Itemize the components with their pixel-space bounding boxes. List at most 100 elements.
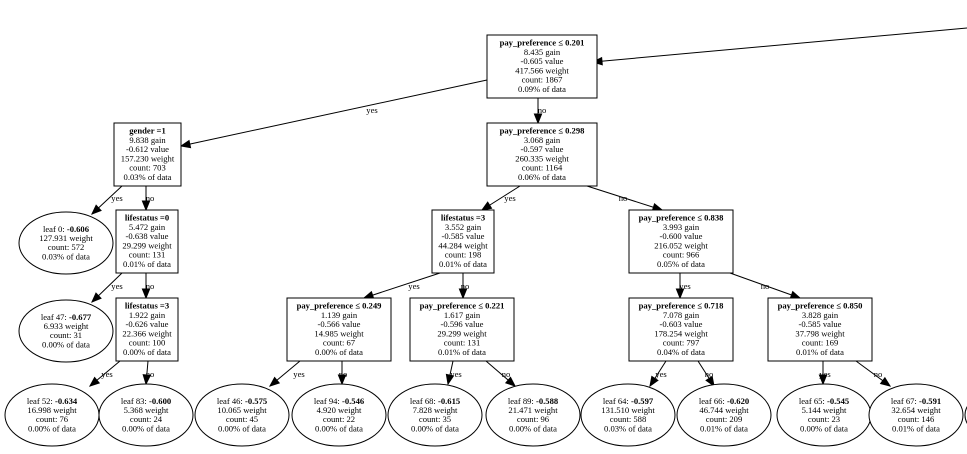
split-node-stat: 3.828 gain <box>802 310 839 320</box>
tree-edge <box>591 27 967 66</box>
split-node-stat: 29.299 weight <box>437 328 487 338</box>
split-node-title: gender =1 <box>129 126 166 136</box>
leaf-prefix: leaf 47: <box>41 312 69 322</box>
split-node-box <box>115 297 179 362</box>
leaf-stat: 0.03% of data <box>604 423 652 433</box>
edge-arrowhead <box>142 374 152 386</box>
leaf-ellipse <box>18 299 114 363</box>
split-node-box <box>628 209 734 274</box>
edge-arrowhead <box>91 204 102 215</box>
split-node-stat: count: 100 <box>129 338 166 348</box>
edge-label-no: no <box>761 281 770 291</box>
leaf-stat: 32.654 weight <box>891 405 941 415</box>
tree-edge: no <box>142 360 154 386</box>
edge-label-yes: yes <box>819 369 831 379</box>
split-node-stat: 0.01% of data <box>439 259 487 269</box>
leaf-title: leaf 52: -0.634 <box>27 396 78 406</box>
edge-label-no: no <box>461 281 470 291</box>
split-node-stat: 0.09% of data <box>518 84 566 94</box>
leaf-prefix: leaf 89: <box>508 396 536 406</box>
split-node-box <box>628 297 734 362</box>
tree-edge: yes <box>91 185 123 215</box>
leaf-ellipse <box>580 383 676 447</box>
split-node-title: lifestatus =0 <box>125 213 169 223</box>
leaf-stat: 4.920 weight <box>317 405 362 415</box>
split-node-stat: 3.552 gain <box>445 222 482 232</box>
leaf-title: leaf 67: -0.591 <box>891 396 941 406</box>
leaf-stat: 0.00% of data <box>800 423 848 433</box>
leaf-ellipse <box>868 383 964 447</box>
leaf-value: -0.575 <box>245 396 267 406</box>
edge-arrowhead <box>649 375 659 388</box>
leaf-stat: count: 24 <box>130 414 163 424</box>
split-node-stat: count: 1164 <box>522 163 563 173</box>
leaf-stat: 10.065 weight <box>217 405 267 415</box>
tree-edge: yes <box>88 360 121 387</box>
split-node-title: pay_preference ≤ 0.249 <box>297 301 382 311</box>
split-node-stat: 37.798 weight <box>795 328 845 338</box>
split-node-stat: 5.472 gain <box>129 222 166 232</box>
split-node-stat: count: 131 <box>129 250 166 260</box>
leaf-prefix: leaf 0: <box>43 224 67 234</box>
leaf-stat: count: 588 <box>610 414 647 424</box>
leaf-stat: count: 22 <box>323 414 355 424</box>
edge-label-no: no <box>705 369 714 379</box>
leaf-stat: 0.01% of data <box>700 423 748 433</box>
leaf-ellipse <box>387 383 483 447</box>
leaf-stat: count: 76 <box>36 414 69 424</box>
leaf-stat: 5.144 weight <box>802 405 847 415</box>
split-node-stat: -0.566 value <box>318 319 361 329</box>
split-node-stat: 178.254 weight <box>654 328 708 338</box>
edge-label-no: no <box>619 193 628 203</box>
split-node-stat: 260.335 weight <box>515 153 569 163</box>
edge-line <box>729 272 801 299</box>
tree-edge: yes <box>480 185 521 211</box>
split-node-stat: 3.068 gain <box>524 135 561 145</box>
leaf-stat: count: 45 <box>226 414 258 424</box>
split-node-stat: -0.585 value <box>442 231 485 241</box>
edge-label-yes: yes <box>111 193 123 203</box>
edge-arrowhead <box>879 376 892 387</box>
split-node-stat: count: 131 <box>444 338 481 348</box>
leaf-value: -0.597 <box>631 396 654 406</box>
edge-line <box>592 27 967 63</box>
split-node-stat: 0.01% of data <box>438 347 486 357</box>
leaf-stat: 16.998 weight <box>27 405 77 415</box>
leaf-stat: 0.00% of data <box>411 423 459 433</box>
split-node-title: pay_preference ≤ 0.850 <box>778 301 863 311</box>
leaf-stat: 6.933 weight <box>44 321 89 331</box>
split-node-stat: -0.612 value <box>126 144 169 154</box>
split-node-title: lifestatus =3 <box>441 213 485 223</box>
leaf-title: leaf 68: -0.615 <box>410 396 460 406</box>
split-node-stat: 1.617 gain <box>444 310 481 320</box>
leaf-prefix: leaf 94: <box>314 396 342 406</box>
leaf-stat: 7.828 weight <box>413 405 458 415</box>
split-node-title: pay_preference ≤ 0.298 <box>500 126 586 136</box>
split-node-stat: 1.922 gain <box>129 310 166 320</box>
tree-edge: yes <box>179 79 488 149</box>
split-node-box <box>431 209 495 274</box>
leaf-prefix: leaf 52: <box>27 396 55 406</box>
tree-edge: yes <box>445 360 462 386</box>
leaf-title: leaf 65: -0.545 <box>799 396 849 406</box>
edge-arrowhead <box>268 376 281 387</box>
leaf-stat: 0.03% of data <box>42 251 90 261</box>
leaf-ellipse <box>291 383 387 447</box>
leaf-stat: count: 31 <box>50 330 82 340</box>
split-node-stat: 0.00% of data <box>315 347 363 357</box>
leaf-stat: 0.00% of data <box>315 423 363 433</box>
leaf-stat: 0.00% of data <box>122 423 170 433</box>
edge-label-yes: yes <box>293 369 305 379</box>
leaf-value: -0.606 <box>67 224 90 234</box>
leaf-prefix: leaf 65: <box>799 396 827 406</box>
edge-label-no: no <box>339 369 348 379</box>
leaf-stat: 131.510 weight <box>601 405 655 415</box>
leaf-stat: 0.00% of data <box>28 423 76 433</box>
